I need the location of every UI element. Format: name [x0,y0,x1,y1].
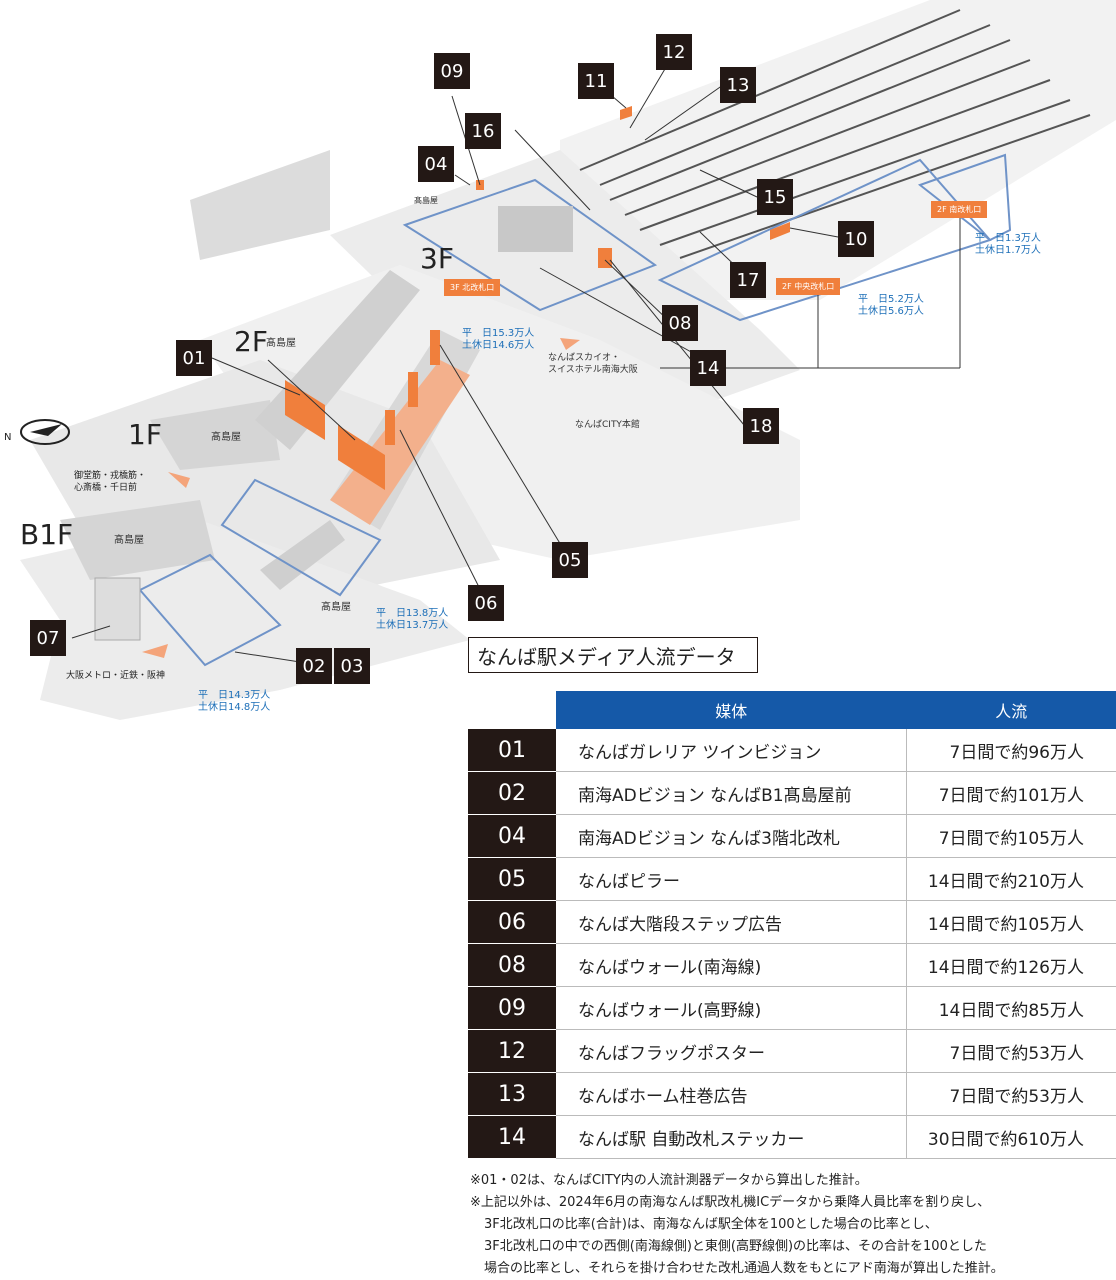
floor-label-b1f: B1F [20,518,73,551]
row-number: 08 [468,944,556,987]
footnote: 場合の比率とし、それらを掛け合わせた改札通過人数をもとにアド南海が算出した推計。 [470,1258,1004,1280]
table-header-flow: 人流 [907,691,1116,729]
row-flow: 7日間で約53万人 [907,1073,1116,1116]
row-flow: 7日間で約53万人 [907,1030,1116,1073]
callout-08: 08 [662,305,698,341]
floor-label-1f: 1F [128,418,162,451]
footnote: ※01・02は、なんばCITY内の人流計測器データから算出した推計。 [470,1170,1004,1192]
row-number: 02 [468,772,556,815]
callout-11: 11 [578,63,614,99]
callout-15: 15 [757,179,793,215]
place-takashimaya-b1-upper: 髙島屋 [114,531,144,546]
row-number: 05 [468,858,556,901]
callout-16: 16 [465,113,501,149]
row-flow: 14日間で約126万人 [907,944,1116,987]
kiosk-3f [498,206,573,252]
row-media-name: なんばフラッグポスター [556,1030,907,1073]
place-takashimaya-b1-lower: 髙島屋 [321,598,351,613]
row-number: 12 [468,1030,556,1073]
callout-02: 02 [296,648,332,684]
row-number: 09 [468,987,556,1030]
flow-b1-left: 平 日14.3万人 土休日14.8万人 [198,690,270,714]
callout-18: 18 [743,408,779,444]
row-media-name: なんばホーム柱巻広告 [556,1073,907,1116]
place-takashimaya-2f: 髙島屋 [266,334,296,349]
table-header-media: 媒体 [556,691,907,729]
callout-17: 17 [730,262,766,298]
row-media-name: 南海ADビジョン なんばB1髙島屋前 [556,772,907,815]
place-skyo: なんばスカイオ・ スイスホテル南海大阪 [548,352,638,376]
place-takashimaya-3f: 髙島屋 [414,195,438,206]
callout-03: 03 [334,648,370,684]
row-flow: 14日間で約85万人 [907,987,1116,1030]
place-takashimaya-1f: 髙島屋 [211,428,241,443]
row-flow: 14日間で約210万人 [907,858,1116,901]
gate-central: 2F 中央改札口 [776,278,840,295]
callout-14: 14 [690,350,726,386]
flow-b1-zone: 平 日13.8万人 土休日13.7万人 [376,608,448,632]
callout-01: 01 [176,340,212,376]
gate-south: 2F 南改札口 [931,201,987,218]
callout-09: 09 [434,53,470,89]
row-number: 04 [468,815,556,858]
svg-text:N: N [4,432,11,443]
row-flow: 7日間で約105万人 [907,815,1116,858]
kiosk-b1 [95,578,140,640]
row-flow: 7日間で約101万人 [907,772,1116,815]
row-number: 06 [468,901,556,944]
row-flow: 14日間で約105万人 [907,901,1116,944]
row-media-name: なんば駅 自動改札ステッカー [556,1116,907,1159]
callout-10: 10 [838,221,874,257]
floor-label-2f: 2F [234,325,268,358]
footnote: 3F北改札口の比率(合計)は、南海なんば駅全体を100とした場合の比率とし、 [470,1214,1004,1236]
callout-13: 13 [720,67,756,103]
footnote: 3F北改札口の中での西側(南海線側)と東側(高野線側)の比率は、その合計を100… [470,1236,1004,1258]
callout-04: 04 [418,146,454,182]
callout-12: 12 [656,34,692,70]
row-number: 13 [468,1073,556,1116]
flow-central-gate: 平 日5.2万人 土休日5.6万人 [858,294,924,318]
row-flow: 30日間で約610万人 [907,1116,1116,1159]
station-map: N 3F [0,0,1116,720]
table-header-row: 媒体 人流 [468,691,1116,729]
callout-06: 06 [468,585,504,621]
table-header-blank [468,691,556,729]
flow-south-gate: 平 日1.3万人 土休日1.7万人 [975,233,1041,257]
row-media-name: なんばピラー [556,858,907,901]
row-number: 14 [468,1116,556,1159]
direction-west: 御堂筋・戎橋筋・ 心斎橋・千日前 [74,470,146,494]
gate-north: 3F 北改札口 [444,279,500,296]
direction-metro: 大阪メトロ・近鉄・阪神 [66,670,165,682]
callout-07: 07 [30,620,66,656]
footnotes: ※01・02は、なんばCITY内の人流計測器データから算出した推計。 ※上記以外… [470,1170,1004,1280]
footnote: ※上記以外は、2024年6月の南海なんば駅改札機ICデータから乗降人員比率を割り… [470,1192,1004,1214]
row-media-name: なんばガレリア ツインビジョン [556,729,907,772]
row-flow: 7日間で約96万人 [907,729,1116,772]
legend-title: なんば駅メディア人流データ [468,637,758,673]
floor-label-3f: 3F [420,242,454,275]
row-media-name: なんばウォール(南海線) [556,944,907,987]
row-media-name: 南海ADビジョン なんば3階北改札 [556,815,907,858]
row-media-name: なんばウォール(高野線) [556,987,907,1030]
row-number: 01 [468,729,556,772]
row-media-name: なんば大階段ステップ広告 [556,901,907,944]
callout-05: 05 [552,542,588,578]
flow-north-gate: 平 日15.3万人 土休日14.6万人 [462,328,534,352]
takashimaya-block-3f [190,150,330,260]
place-city: なんばCITY本館 [575,417,640,430]
